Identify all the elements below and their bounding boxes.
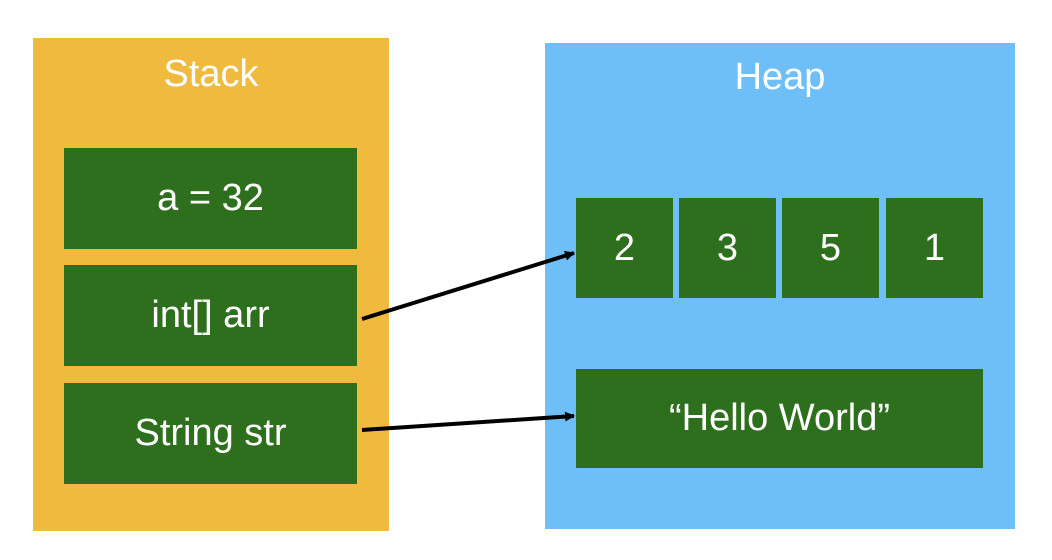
heap-title: Heap <box>734 56 826 98</box>
arr-reference-arrow <box>361 250 575 321</box>
heap-string-object: “Hello World” <box>576 369 983 468</box>
array-element: 2 <box>576 198 673 298</box>
array-element: 3 <box>679 198 776 298</box>
heap-panel: Heap 2 3 5 1 “Hello World” <box>545 43 1015 529</box>
array-element: 1 <box>886 198 983 298</box>
stack-variable-str: String str <box>64 383 357 484</box>
stack-panel: Stack a = 32 int[] arr String str <box>33 38 389 531</box>
stack-title: Stack <box>163 53 259 95</box>
array-element: 5 <box>782 198 879 298</box>
str-reference-arrow <box>361 411 575 432</box>
stack-variable-a: a = 32 <box>64 148 357 249</box>
stack-variable-arr: int[] arr <box>64 265 357 366</box>
